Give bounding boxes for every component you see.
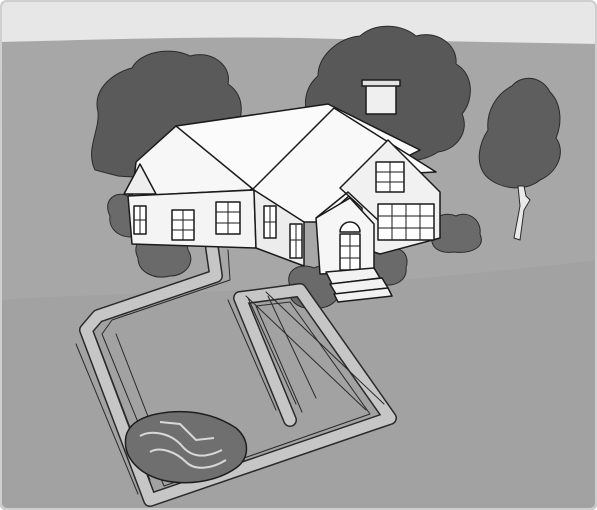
window-gable-lower: [378, 204, 434, 240]
window-left-wing-3: [216, 202, 240, 234]
window-center-1: [264, 206, 276, 238]
window-gable-upper: [376, 162, 404, 192]
window-center-2: [290, 224, 302, 258]
chimney: [366, 84, 396, 114]
window-left-wing-1: [134, 206, 146, 234]
front-door: [340, 222, 360, 270]
window-left-wing-2: [172, 210, 194, 240]
